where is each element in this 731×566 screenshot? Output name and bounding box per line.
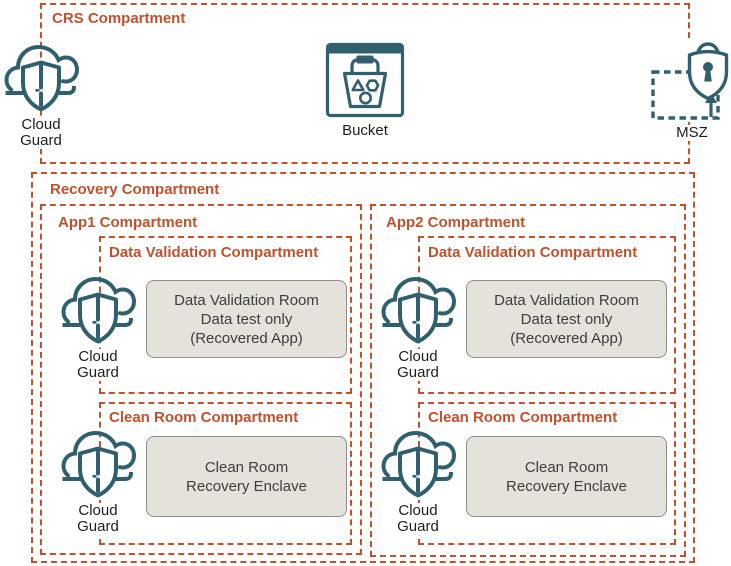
cloud-guard-app1-dv-group: Cloud Guard (58, 270, 138, 381)
app2-compartment-label: App2 Compartment (386, 214, 526, 231)
cloud-guard-label: Cloud Guard (395, 348, 441, 381)
msz-security-zone-icon (640, 40, 731, 122)
app2-clean-room-box: Clean Room Recovery Enclave (466, 436, 667, 517)
app2-data-validation-room-box: Data Validation Room Data test only (Rec… (466, 280, 667, 358)
cloud-guard-label: Cloud Guard (18, 116, 64, 149)
app1-clean-room-box: Clean Room Recovery Enclave (146, 436, 347, 517)
app2-clean-room-label: Clean Room Compartment (428, 409, 618, 426)
cloud-guard-label: Cloud Guard (75, 348, 121, 381)
cloud-guard-label: Cloud Guard (395, 502, 441, 535)
cloud-guard-app2-dv-group: Cloud Guard (378, 270, 458, 381)
app1-data-validation-room-box: Data Validation Room Data test only (Rec… (146, 280, 347, 358)
recovery-compartment: Recovery Compartment App1 Compartment Da… (31, 172, 695, 563)
crs-compartment-label: CRS Compartment (52, 10, 186, 27)
app1-data-validation-label: Data Validation Compartment (109, 244, 319, 261)
cloud-guard-icon (60, 270, 136, 346)
msz-group: MSZ (640, 40, 731, 141)
app1-clean-room-label: Clean Room Compartment (109, 409, 299, 426)
app2-data-validation-label: Data Validation Compartment (428, 244, 638, 261)
cloud-guard-app2-cr-group: Cloud Guard (378, 424, 458, 535)
cloud-guard-icon (380, 424, 456, 500)
bucket-label: Bucket (340, 122, 390, 139)
cloud-guard-app1-cr-group: Cloud Guard (58, 424, 138, 535)
msz-label: MSZ (662, 125, 710, 141)
app2-compartment: App2 Compartment Data Validation Compart… (370, 204, 686, 557)
cloud-guard-label: Cloud Guard (75, 502, 121, 535)
cloud-guard-icon (60, 424, 136, 500)
app1-compartment: App1 Compartment Data Validation Compart… (40, 204, 362, 555)
bucket-group: Bucket (323, 42, 407, 139)
cloud-guard-icon (380, 270, 456, 346)
cloud-guard-crs-group: Cloud Guard (2, 38, 80, 149)
cloud-guard-icon (3, 38, 79, 114)
app1-compartment-label: App1 Compartment (58, 214, 198, 231)
recovery-compartment-label: Recovery Compartment (50, 181, 220, 198)
bucket-icon (325, 42, 405, 120)
